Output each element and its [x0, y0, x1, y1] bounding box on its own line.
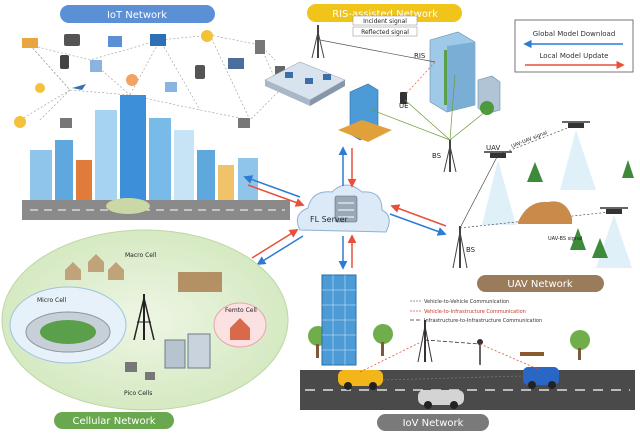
v2v-legend-label: Vehicle-to-Vehicle Communication [424, 299, 509, 305]
sensor-icon [60, 118, 72, 128]
ris-network-badge [307, 4, 462, 22]
iot-network-title: IoT Network [107, 10, 167, 21]
iot-network-badge [60, 5, 215, 23]
yellow-car-icon [338, 370, 383, 386]
white-car-icon [418, 390, 464, 405]
lightbulb-icon [14, 116, 26, 128]
factory-icon [22, 38, 38, 48]
cell-tower-icon [311, 25, 325, 59]
legend-update-label: Local Model Update [540, 52, 609, 60]
flow-arrows [243, 146, 447, 270]
download-arrow-uav [389, 213, 447, 236]
ue-label: UE [399, 102, 409, 110]
ris-bs-tower-icon [443, 140, 457, 173]
pico-cell-label: Pico Cells [124, 390, 152, 397]
incident-signal-line [319, 39, 436, 63]
fl-server-label: FL Server [310, 215, 349, 224]
rsu-icon [477, 339, 483, 365]
download-arrow-iot [243, 175, 301, 198]
building-icon [164, 339, 186, 369]
lamp-icon [35, 83, 45, 93]
macro-tower-icon [133, 294, 155, 341]
cellular-network-title: Cellular Network [73, 416, 156, 427]
tree-icon [570, 228, 586, 250]
car-icon [228, 58, 244, 69]
blue-car-icon [523, 367, 559, 385]
airplane-icon [72, 84, 86, 90]
uav-bs-label: BS [466, 246, 476, 254]
uav-drone-icon [562, 121, 590, 128]
house-icon [230, 318, 250, 340]
fl-server [296, 184, 390, 233]
building-icon [187, 333, 211, 369]
pico-cell-icon [145, 372, 155, 380]
iov-network [300, 274, 635, 410]
uav-network-badge [477, 275, 604, 292]
house-icon [88, 254, 104, 272]
iot-network [14, 30, 290, 220]
house-icon [65, 262, 81, 280]
i2i-legend-label: Infrastructure-to-Infrastructure Communi… [424, 318, 542, 324]
macro-cell-label: Macro Cell [125, 252, 157, 259]
uav-label: UAV [486, 144, 500, 152]
tree-icon [570, 330, 590, 350]
wearable-icon [195, 65, 205, 79]
uav-drone-icon [600, 207, 628, 214]
router-icon [64, 34, 80, 46]
thermostat-icon [165, 82, 177, 92]
incident-signal-label: Incident signal [363, 18, 407, 25]
camera-icon [126, 74, 138, 86]
iot-devices [14, 30, 285, 128]
update-arrow-cellular [251, 229, 299, 259]
solar-panel-icon [150, 34, 166, 46]
update-arrow-iot [247, 184, 305, 207]
uav-bs-signal-label: UAV-BS signal [548, 236, 582, 242]
bulb-icon [201, 30, 213, 42]
reflected-signal-label: Reflected signal [361, 29, 409, 36]
ris-label: RIS [414, 52, 426, 60]
gateway-icon [238, 118, 250, 128]
tree-icon [373, 324, 393, 344]
cellular-network-badge [54, 412, 174, 429]
v2i-legend-label: Vehicle-to-Infrastructure Communication [424, 309, 526, 315]
iot-mesh-lines [19, 34, 281, 121]
download-arrow-cellular [256, 235, 304, 265]
rsu-label: Roadside Unit (RSU) [460, 364, 510, 370]
mountain-icon [518, 201, 572, 224]
cellular-network [1, 229, 289, 411]
washer-icon [255, 40, 265, 54]
iov-network-title: IoV Network [403, 418, 464, 429]
iov-network-badge [377, 414, 489, 431]
uav-network [452, 121, 634, 269]
ris-bs-label: BS [432, 152, 442, 160]
tablet-icon [90, 60, 102, 72]
autonomous-car-icon [106, 198, 150, 214]
farm-field-icon [178, 272, 222, 292]
legend-download-label: Global Model Download [533, 30, 616, 38]
iov-bs-tower-icon [417, 320, 433, 363]
pico-cell-icon [125, 362, 137, 372]
micro-cell-label: Micro Cell [37, 297, 67, 304]
phone-icon [60, 55, 69, 69]
city-skyline [30, 95, 258, 200]
uav-uav-signal-label: UAV-UAV signal [511, 130, 549, 150]
tree-icon [527, 162, 543, 182]
iov-bs-label: BS [419, 363, 427, 370]
tree-icon [622, 160, 634, 178]
ris-network [264, 25, 501, 173]
femto-cell-label: Femto Cell [225, 307, 257, 314]
update-arrow-uav [390, 204, 447, 227]
tree-icon [592, 238, 608, 258]
uav-bs-tower-icon [452, 226, 468, 269]
monitor-icon [108, 36, 122, 47]
house-icon [108, 262, 124, 280]
uav-network-title: UAV Network [507, 279, 573, 290]
bench-icon [520, 352, 544, 356]
legend-box [514, 19, 634, 73]
ris-network-title: RIS-assisted Network [332, 9, 438, 20]
